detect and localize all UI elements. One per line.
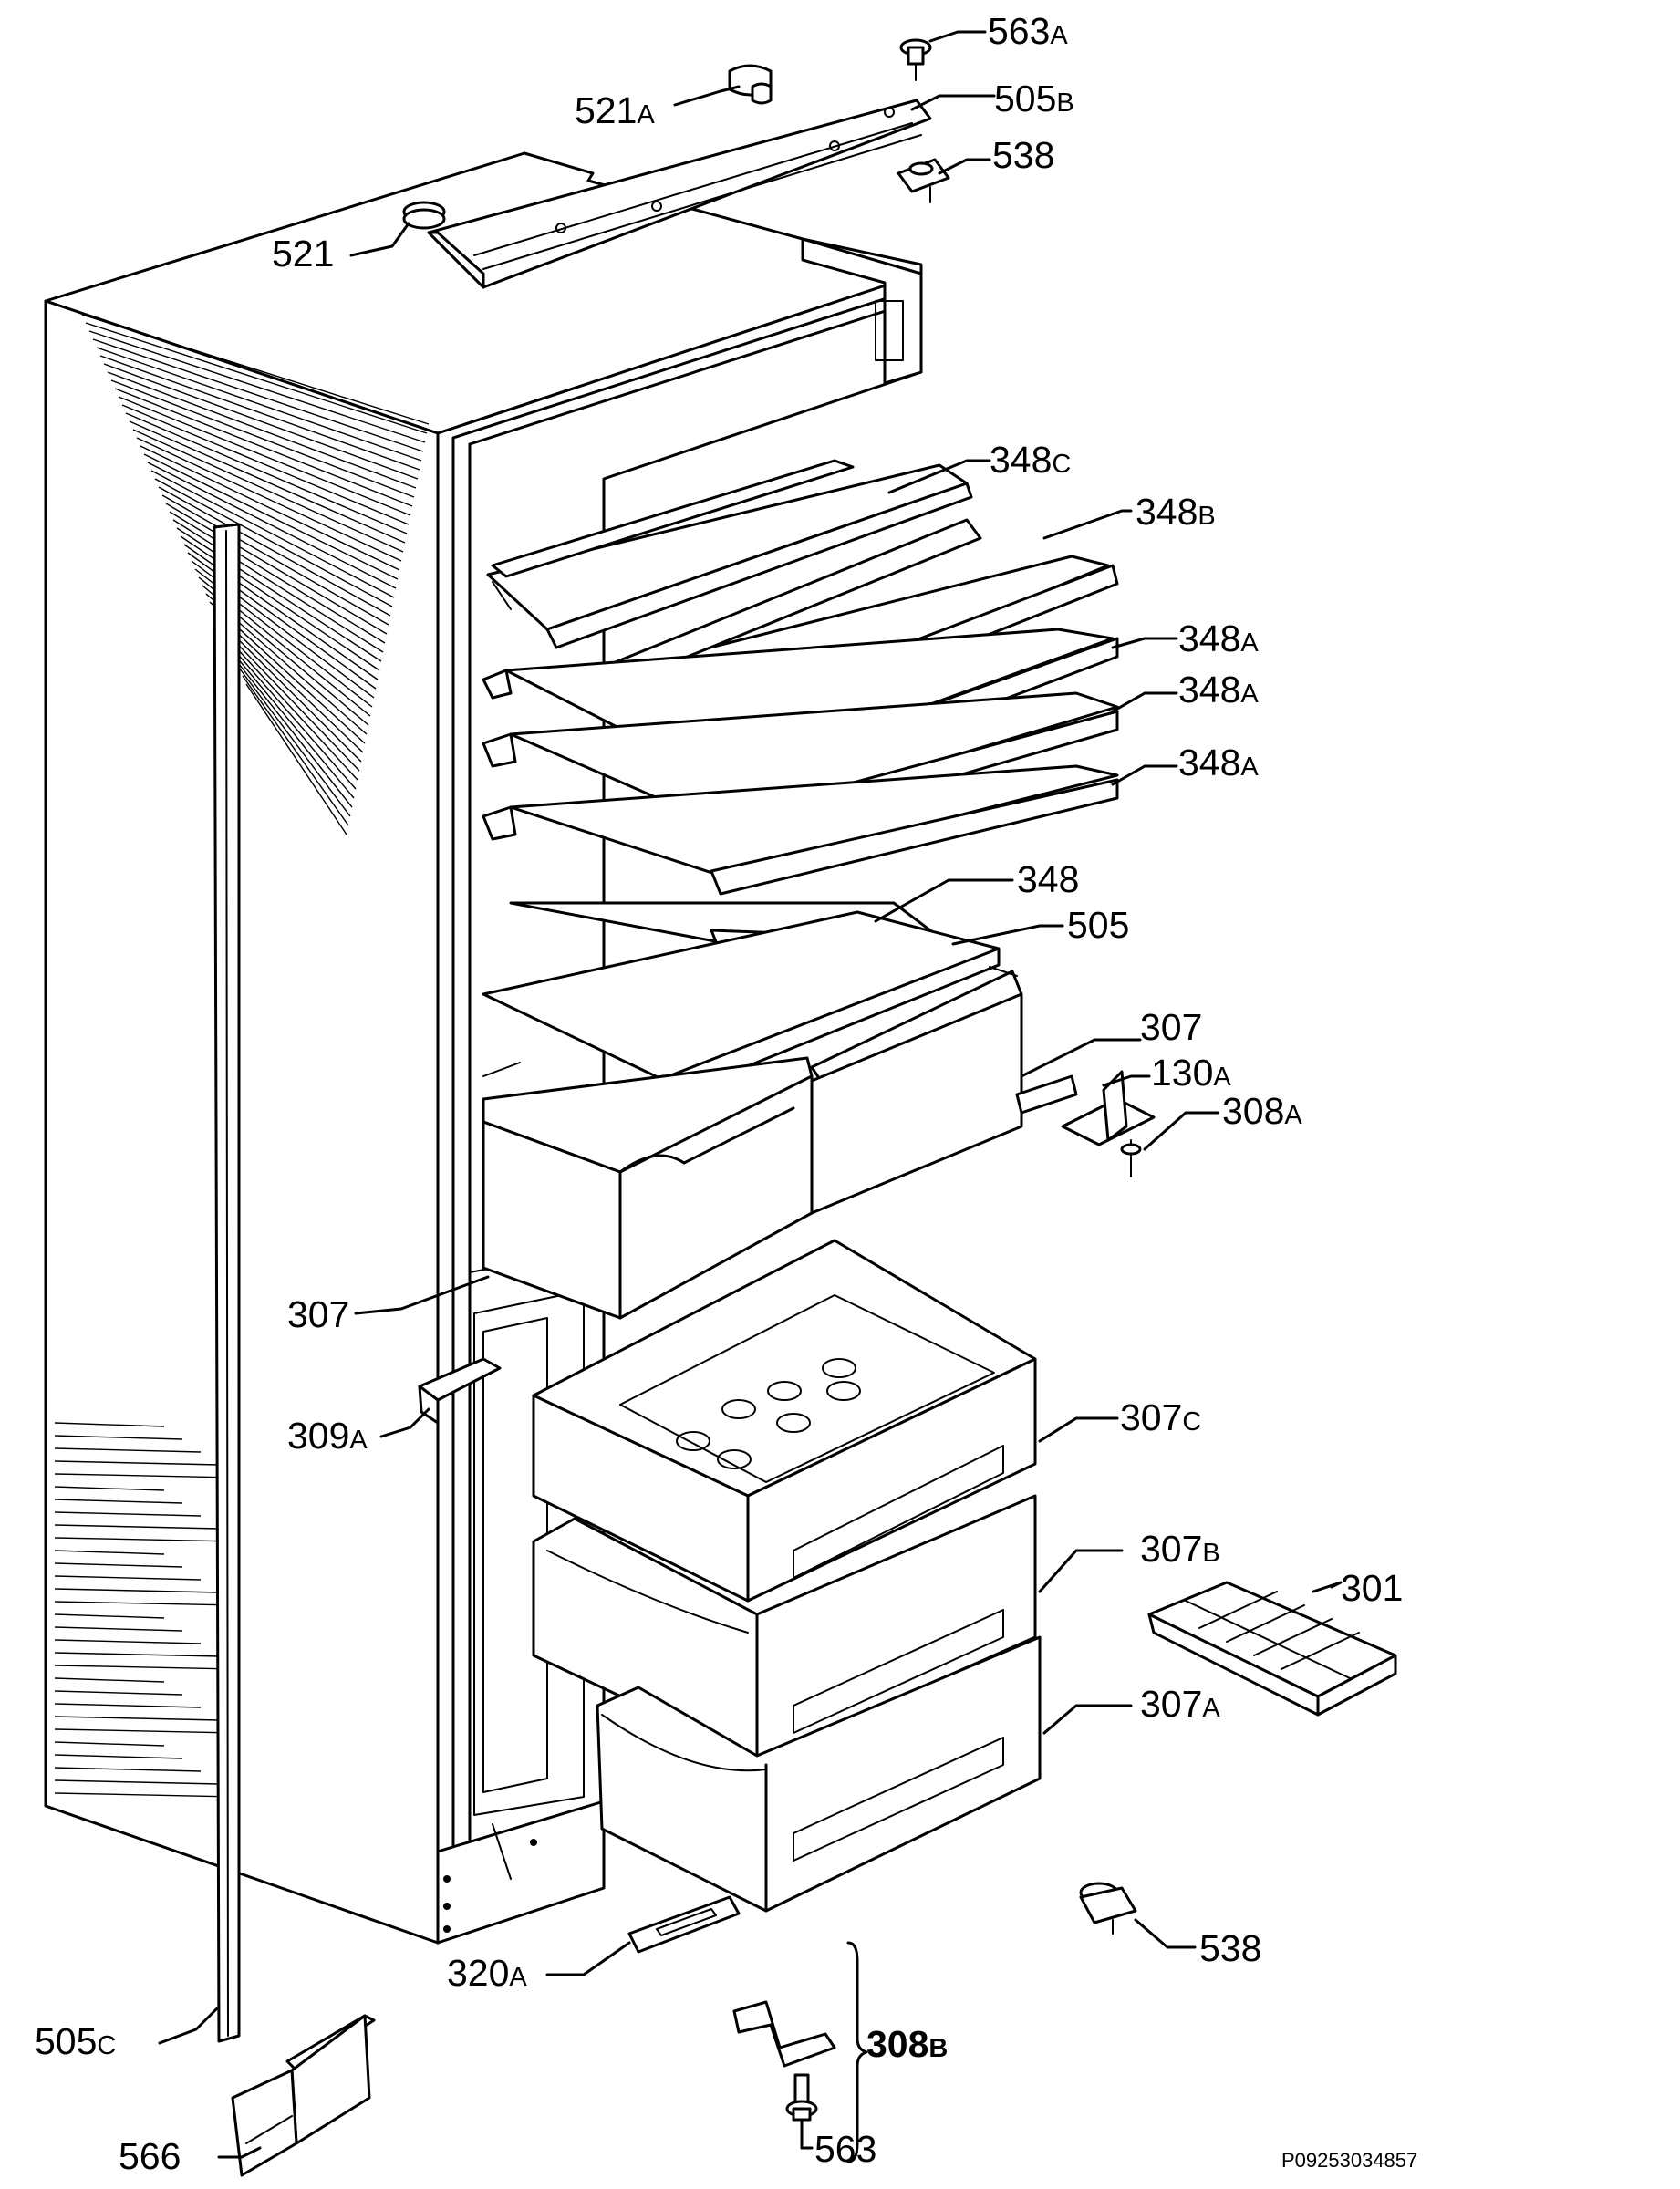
callout-348: 348	[1017, 858, 1079, 900]
callout-521a: 521A	[575, 89, 655, 131]
callout-labels: 563A 521A 505B 538 521 348C 348B 348A 34…	[35, 10, 1403, 2177]
hinge-538-bottom-part	[1079, 1882, 1137, 1935]
callout-307c: 307C	[1120, 1396, 1201, 1438]
callout-348a-3: 348A	[1178, 742, 1259, 783]
handle-566-part	[231, 2014, 376, 2177]
callout-563a: 563A	[988, 10, 1068, 52]
callout-505b: 505B	[994, 78, 1074, 119]
callout-301: 301	[1341, 1567, 1403, 1609]
hinge-538-top-part	[897, 158, 950, 203]
callout-309a: 309A	[287, 1415, 368, 1457]
door-gasket-part	[213, 523, 241, 2043]
callout-308b: 308B	[866, 2023, 948, 2065]
callout-348b: 348B	[1136, 491, 1216, 533]
crisper-drawer-left-part	[482, 1056, 814, 1320]
hinge-308a-part	[1061, 1070, 1156, 1177]
hinge-cover-521-part	[402, 201, 446, 230]
screw-563-part	[785, 2073, 818, 2122]
callout-563: 563	[814, 2128, 876, 2170]
crisper-drawer-right-part	[810, 966, 1023, 1215]
callout-307a: 307A	[1140, 1683, 1220, 1725]
callout-308a: 308A	[1222, 1090, 1302, 1132]
callout-538-bottom: 538	[1199, 1927, 1261, 1969]
document-code: P09253034857	[1281, 2149, 1417, 2172]
callout-130a: 130A	[1151, 1052, 1231, 1094]
bracket-130a-part	[1015, 1074, 1078, 1115]
ice-tray-301-part	[1147, 1581, 1397, 1717]
callout-307-right: 307	[1140, 1006, 1202, 1048]
bracket-group-brace	[846, 1941, 868, 2163]
shelf-348a-3-part	[482, 764, 1119, 896]
callout-348c: 348C	[990, 439, 1071, 481]
rail-320a-part	[627, 1895, 741, 1954]
freezer-drawer-307a-part	[596, 1635, 1042, 1913]
callout-505c: 505C	[35, 2020, 116, 2062]
freezer-drawer-307c-part	[532, 1239, 1037, 1603]
callout-521: 521	[272, 233, 334, 275]
callout-566: 566	[119, 2135, 181, 2177]
callout-320a: 320A	[447, 1952, 527, 1994]
callout-348a-1: 348A	[1178, 617, 1259, 659]
leader-lines	[158, 30, 1343, 2159]
freezer-drawer-307b-part	[532, 1494, 1037, 1762]
callout-307b: 307B	[1140, 1528, 1220, 1570]
screw-563a-part	[899, 38, 932, 81]
callout-348a-2: 348A	[1178, 669, 1259, 711]
callout-505: 505	[1067, 904, 1129, 946]
callout-307-left: 307	[287, 1293, 349, 1335]
hinge-cover-521a-part	[728, 64, 773, 105]
top-hinge-rail-part	[427, 99, 932, 289]
hinge-bracket-308b-part	[732, 2000, 836, 2068]
callout-538-top: 538	[992, 134, 1054, 176]
shelf-348c-part	[486, 459, 973, 649]
shelf-505-part	[482, 910, 1001, 1101]
